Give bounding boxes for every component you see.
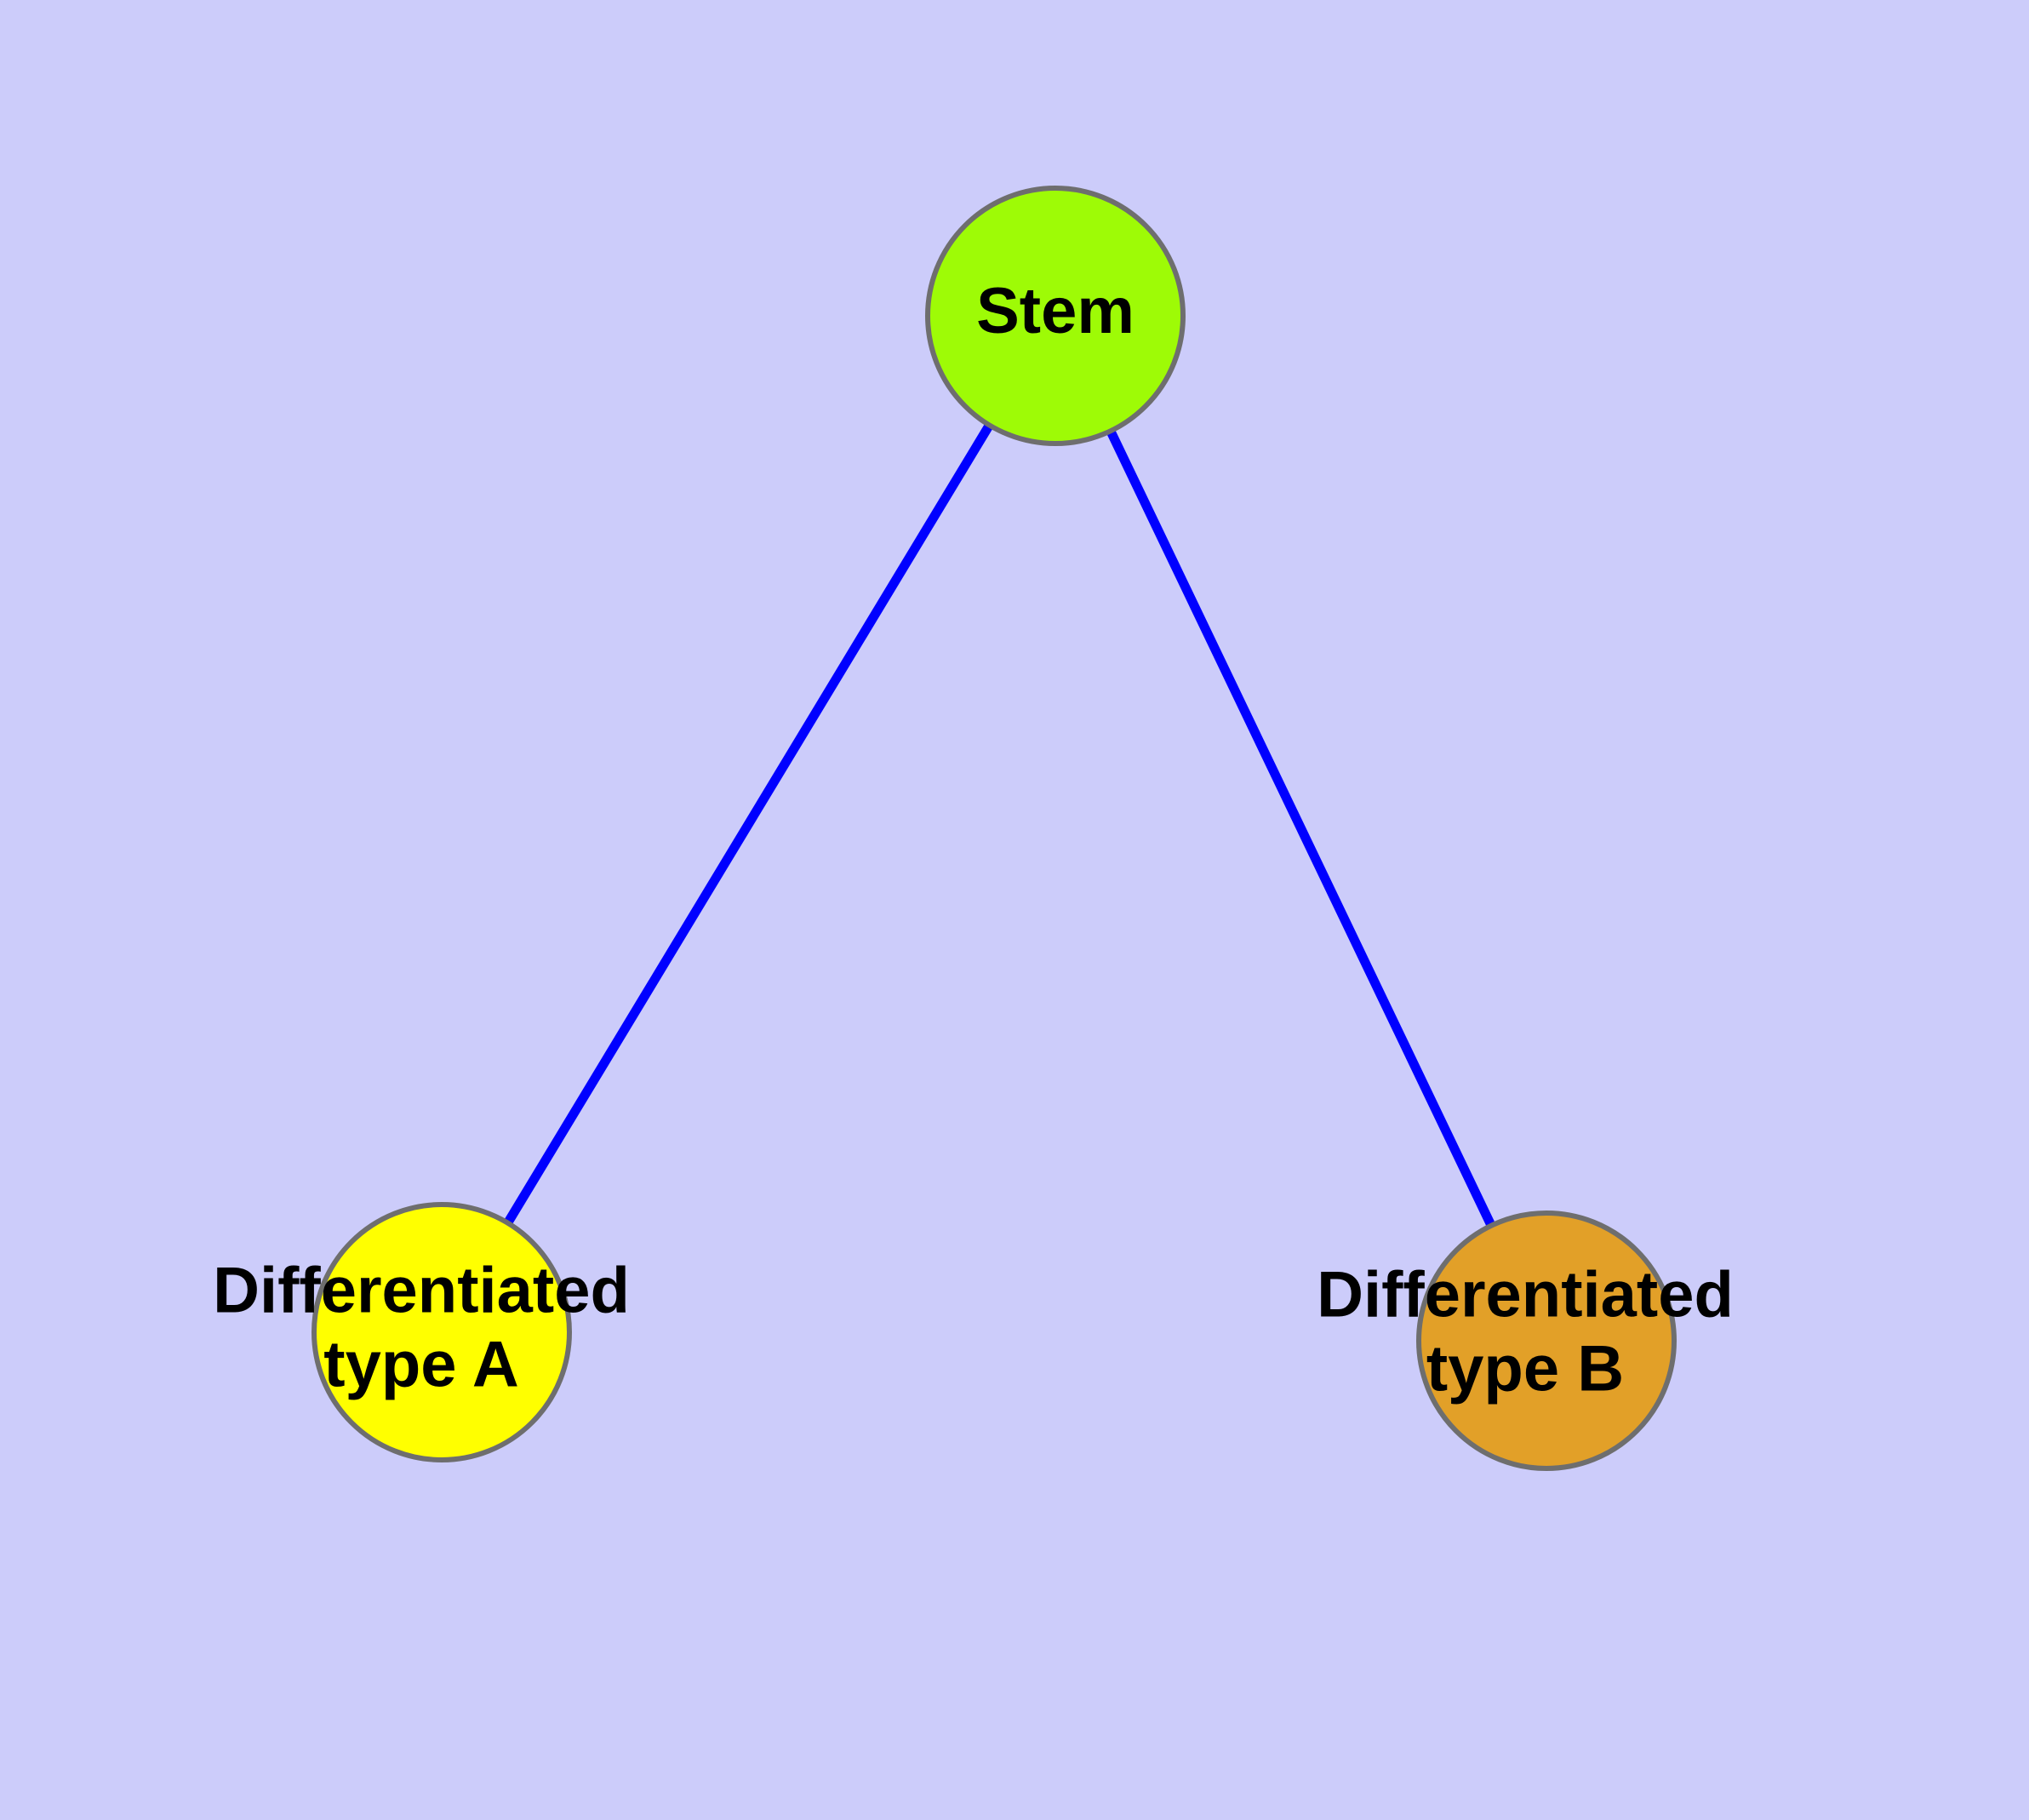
node-label-line: type B bbox=[1426, 1333, 1624, 1405]
node-label-stem: Stem bbox=[976, 275, 1135, 347]
node-differentiated-type-a[interactable] bbox=[311, 1202, 572, 1462]
node-differentiated-type-b[interactable] bbox=[1416, 1210, 1677, 1471]
node-label-line: Differentiated bbox=[1317, 1258, 1734, 1331]
node-label-line: Differentiated bbox=[213, 1254, 630, 1326]
edge-stem-to-type-a[interactable] bbox=[437, 313, 1060, 1335]
edges-group bbox=[437, 313, 1551, 1343]
node-label-line: Stem bbox=[976, 275, 1135, 347]
nodes-group bbox=[311, 186, 1677, 1471]
node-label-line: type A bbox=[323, 1329, 518, 1401]
edge-stem-to-type-b[interactable] bbox=[1051, 313, 1551, 1343]
node-stem[interactable] bbox=[925, 186, 1186, 446]
